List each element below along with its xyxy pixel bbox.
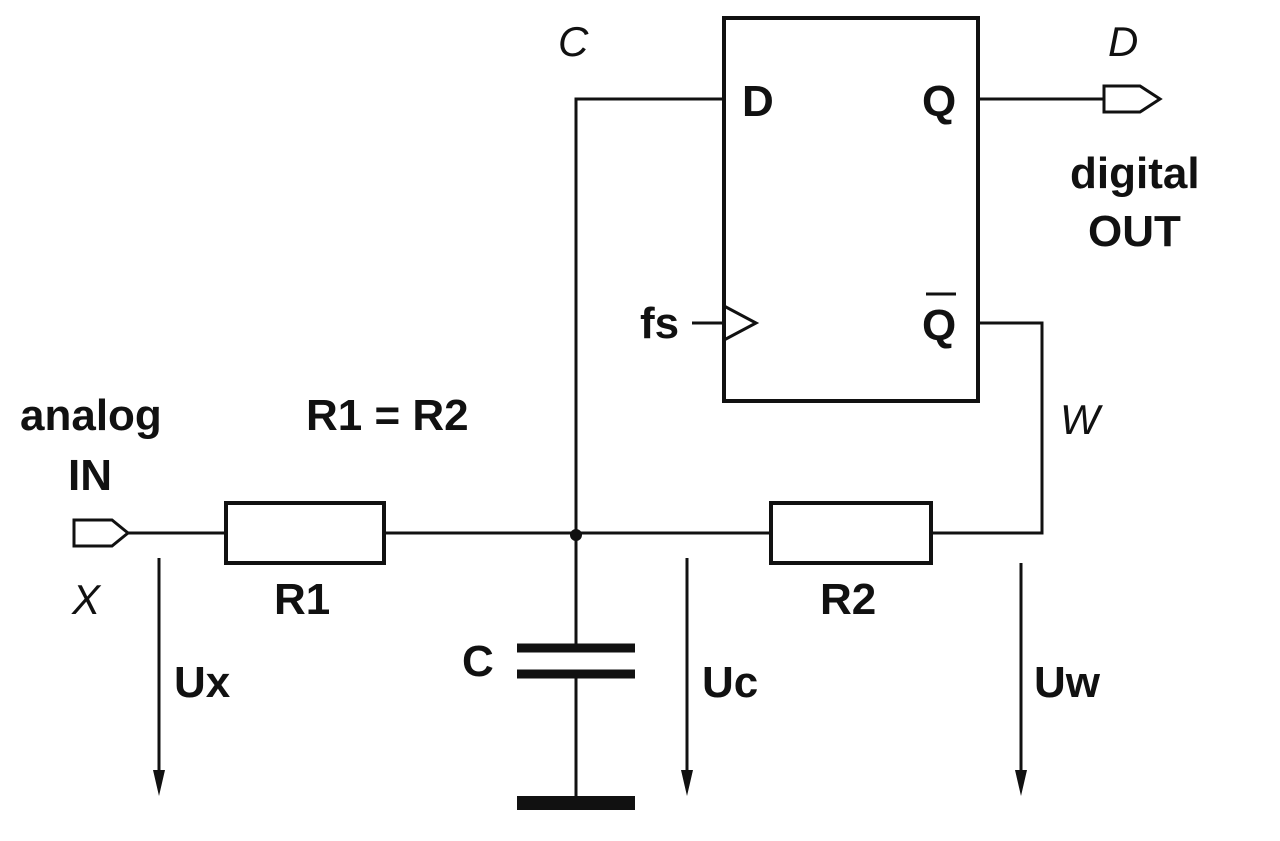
- wire-qbar-feedback: [931, 321, 1044, 535]
- resistor-r2: [769, 501, 933, 565]
- label-node-x: X: [71, 576, 102, 623]
- arrow-uw-head: [1015, 770, 1027, 796]
- label-r2: R2: [820, 575, 876, 624]
- label-uc: Uc: [702, 658, 758, 707]
- label-cap: C: [462, 637, 494, 686]
- clock-triangle-icon: [723, 304, 760, 342]
- input-connector-icon: [72, 518, 131, 548]
- arrow-uc-head: [681, 770, 693, 796]
- label-equation: R1 = R2: [306, 391, 469, 440]
- arrow-ux-head: [153, 770, 165, 796]
- label-ux: Ux: [174, 658, 231, 707]
- label-uw: Uw: [1034, 658, 1101, 707]
- voltage-arrows: [153, 558, 1027, 796]
- label-in: IN: [68, 451, 112, 500]
- label-analog: analog: [20, 391, 162, 440]
- wire-c-to-d: [574, 97, 724, 535]
- label-ff-qbar: Q: [922, 301, 956, 350]
- label-out: OUT: [1088, 207, 1181, 256]
- d-flip-flop: [722, 16, 980, 403]
- label-node-c: C: [558, 18, 589, 65]
- junction-node: [570, 529, 582, 541]
- resistor-r1: [224, 501, 386, 565]
- label-digital: digital: [1070, 149, 1200, 198]
- label-node-w: W: [1060, 396, 1103, 443]
- label-node-d: D: [1108, 18, 1138, 65]
- label-ff-q: Q: [922, 77, 956, 126]
- label-r1: R1: [274, 575, 330, 624]
- output-connector-icon: [1102, 84, 1163, 114]
- label-ff-d: D: [742, 77, 774, 126]
- label-clock-fs: fs: [640, 299, 679, 348]
